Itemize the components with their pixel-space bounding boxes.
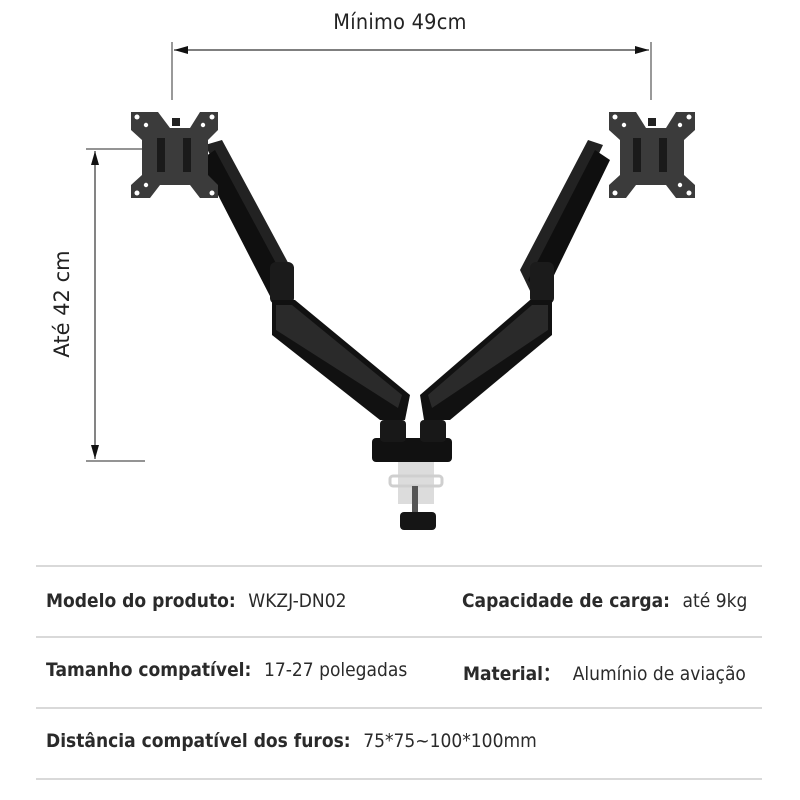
spec-material: Material： Alumínio de aviação <box>463 659 746 686</box>
spec-key: Distância compatível dos furos: <box>46 730 351 752</box>
monitor-arm-illustration <box>131 112 695 530</box>
width-dimension-label: Mínimo 49cm <box>333 10 467 34</box>
height-dimension-label: Até 42 cm <box>50 250 74 358</box>
spec-compatible-size: Tamanho compatível: 17-27 polegadas <box>46 659 407 681</box>
spec-hole-distance: Distância compatível dos furos: 75*75~100… <box>46 730 537 752</box>
spec-value: WKZJ-DN02 <box>248 590 347 612</box>
spec-key: Modelo do produto: <box>46 590 236 612</box>
spec-key: Capacidade de carga: <box>462 590 670 612</box>
spec-value: até 9kg <box>682 590 748 612</box>
divider <box>36 778 762 780</box>
divider <box>36 636 762 638</box>
spec-value: 75*75~100*100mm <box>363 730 537 752</box>
dimension-lines <box>86 42 695 530</box>
spec-load-capacity: Capacidade de carga: até 9kg <box>462 590 747 612</box>
spec-model: Modelo do produto: WKZJ-DN02 <box>46 590 346 612</box>
divider <box>36 565 762 567</box>
spec-key: Tamanho compatível: <box>46 659 252 681</box>
spec-key: Material： <box>463 663 561 685</box>
spec-value: 17-27 polegadas <box>263 659 408 681</box>
divider <box>36 707 762 709</box>
spec-value: Alumínio de aviação <box>572 663 746 685</box>
